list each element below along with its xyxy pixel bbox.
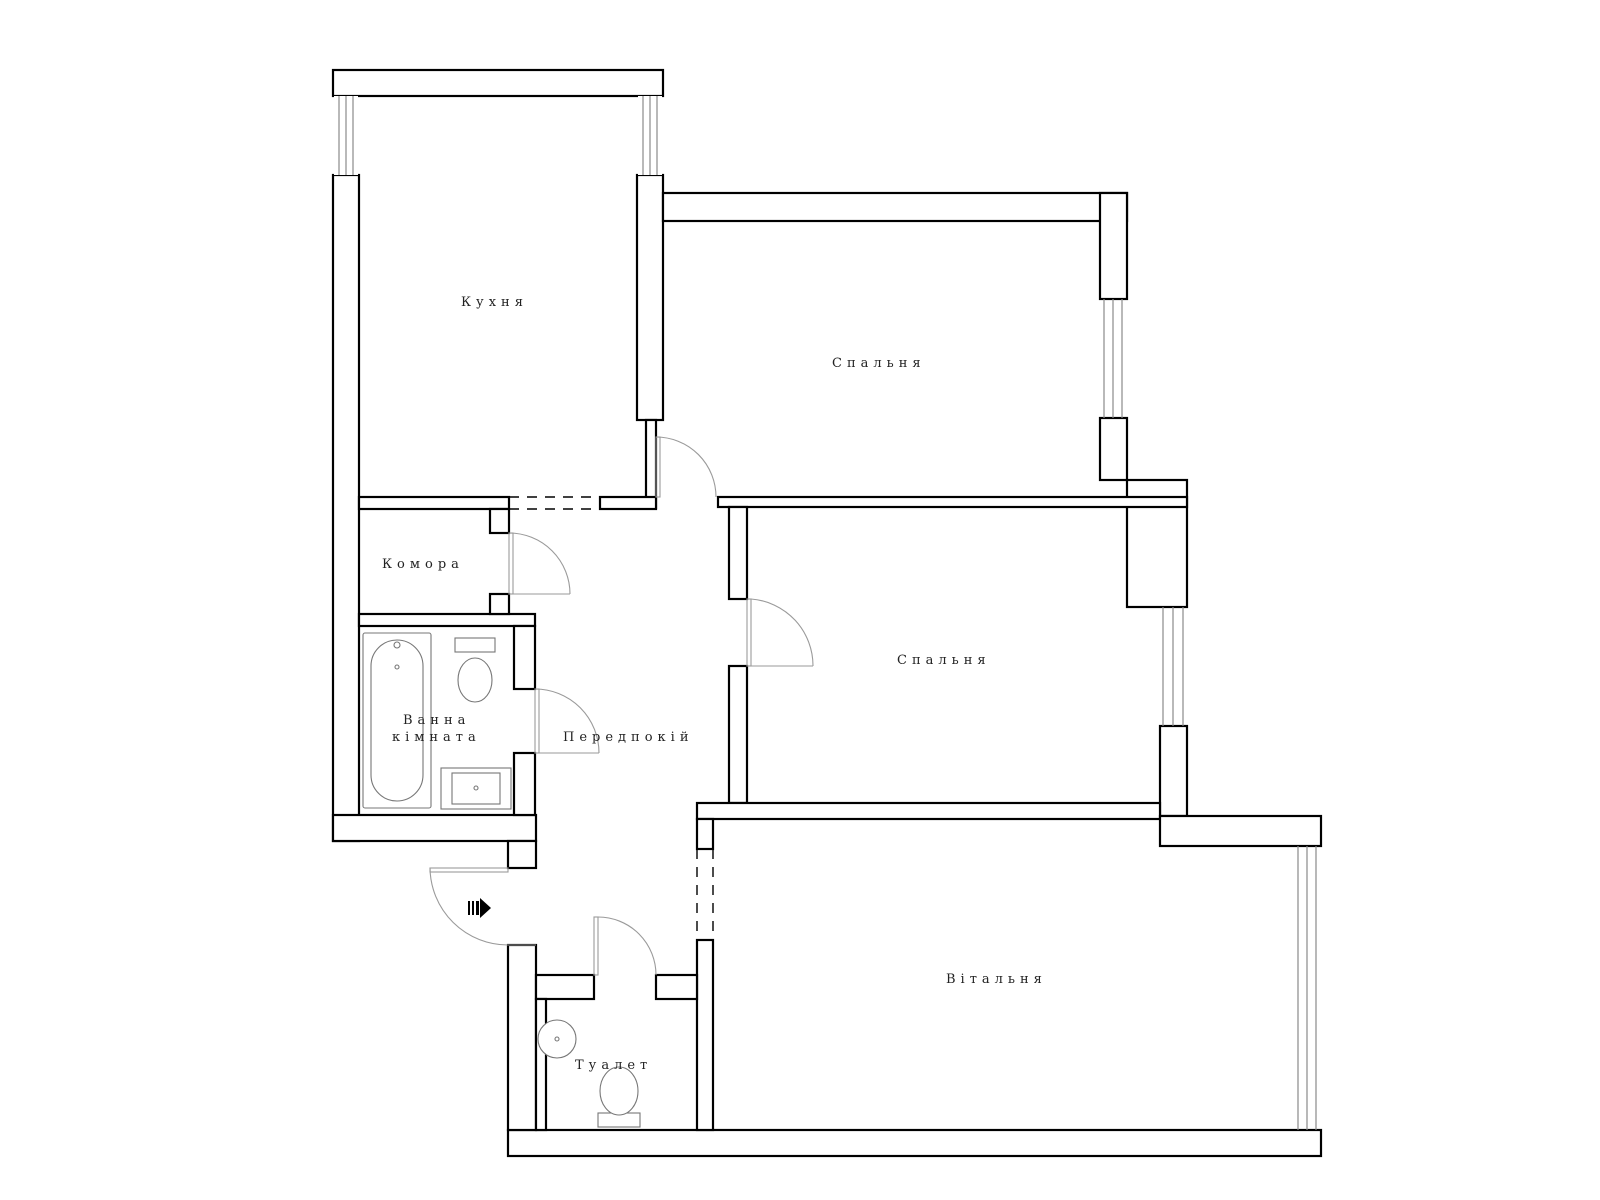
windows bbox=[334, 96, 1317, 1130]
entrance-arrow-icon bbox=[468, 898, 491, 918]
label-hallway: Передпокій bbox=[563, 730, 694, 745]
bathroom-toilet bbox=[454, 637, 496, 703]
toilet-door[interactable] bbox=[593, 916, 657, 976]
room-labels: Кухня Спальня Спальня Комора Ванна кімна… bbox=[382, 295, 1047, 1073]
label-pantry: Комора bbox=[382, 557, 464, 572]
toilet-sink bbox=[537, 1019, 577, 1059]
doors[interactable] bbox=[429, 436, 814, 976]
entrance-door[interactable] bbox=[429, 867, 536, 946]
bathtub bbox=[362, 632, 432, 809]
bedroom2-door[interactable] bbox=[746, 598, 814, 667]
label-bathroom-line1: Ванна bbox=[403, 713, 470, 728]
open-passages bbox=[509, 496, 714, 940]
bathroom-sink bbox=[440, 767, 512, 810]
label-living-room: Вітальня bbox=[946, 972, 1047, 987]
label-bathroom-line2: кімната bbox=[392, 730, 481, 745]
bedroom1-door[interactable] bbox=[655, 436, 717, 498]
label-bedroom-2: Спальня bbox=[897, 653, 991, 668]
label-toilet: Туалет bbox=[575, 1058, 652, 1073]
label-bedroom-1: Спальня bbox=[832, 356, 926, 371]
pantry-door[interactable] bbox=[508, 532, 571, 595]
toilet-bowl bbox=[597, 1066, 641, 1128]
bathroom-door[interactable] bbox=[534, 688, 600, 754]
label-kitchen: Кухня bbox=[461, 295, 528, 310]
